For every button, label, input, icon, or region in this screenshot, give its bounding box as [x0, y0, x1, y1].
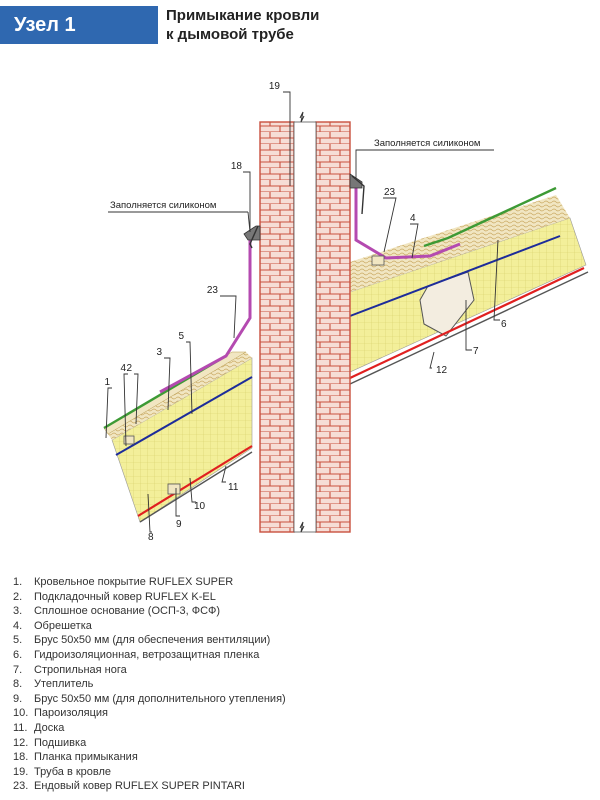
legend-text: Брус 50х50 мм (для дополнительного утепл…: [34, 692, 286, 705]
legend-item: 1. Кровельное покрытие RUFLEX SUPER: [13, 575, 286, 590]
legend-text: Подкладочный ковер RUFLEX K-EL: [34, 590, 216, 603]
right-blue-film: [349, 235, 561, 317]
chimney-right-wall: [315, 121, 351, 533]
legend-text: Стропильная нога: [34, 663, 127, 676]
silicone-note-right: Заполняется силиконом: [374, 138, 480, 149]
callout-4-right: 4: [410, 213, 416, 224]
left-extra-batten: [167, 483, 181, 495]
legend-num: 8.: [13, 678, 23, 691]
callout-11: 11: [228, 482, 239, 493]
title-line-1: Примыкание кровли: [166, 7, 320, 24]
legend-text: Гидроизоляционная, ветрозащитная пленка: [34, 648, 260, 661]
callout-3: 3: [156, 347, 162, 358]
callout-12: 12: [436, 365, 448, 376]
legend-item: 2. Подкладочный ковер RUFLEX K-EL: [13, 590, 286, 605]
right-valley-carpet: [354, 182, 461, 260]
node-badge-label: Узел 1: [14, 14, 76, 36]
legend-item: 10. Пароизоляция: [13, 706, 286, 721]
legend-num: 5.: [13, 634, 23, 647]
left-valley-carpet: [159, 236, 252, 394]
legend-num: 11.: [13, 721, 28, 734]
left-sheathing: [108, 352, 252, 440]
legend-text: Ендовый ковер RUFLEX SUPER PINTARI: [34, 780, 245, 793]
legend-item: 3. Сплошное основание (ОСП-3, ФСФ): [13, 604, 286, 619]
legend-item: 7. Стропильная нога: [13, 663, 286, 678]
chimney-left-wall: [259, 121, 295, 533]
legend: 1. Кровельное покрытие RUFLEX SUPER 2. Под…: [13, 575, 286, 794]
legend-num: 23.: [13, 780, 29, 793]
left-eave-batten: [123, 435, 135, 445]
callout-2: 2: [126, 363, 132, 374]
legend-num: 19.: [13, 765, 29, 778]
leader-lines: [105, 91, 500, 533]
legend-num: 2.: [13, 590, 23, 603]
callout-10: 10: [194, 501, 206, 512]
callout-6: 6: [501, 319, 507, 330]
legend-text: Утеплитель: [34, 678, 94, 691]
legend-text: Доска: [34, 721, 65, 734]
left-board: [139, 451, 253, 523]
legend-num: 3.: [13, 605, 23, 618]
legend-text: Планка примыкания: [34, 751, 138, 764]
callout-5: 5: [178, 331, 184, 342]
right-sheathing: [350, 195, 570, 292]
roof-chimney-diagram: 19 18 23 23 4 4 1 2 3 5 6 7 8 9 10 11 12…: [103, 81, 589, 543]
legend-item: 18. Планка примыкания: [13, 750, 286, 765]
legend-item: 5. Брус 50х50 мм (для обеспечения вентиля…: [13, 633, 286, 648]
node-badge: Узел 1: [0, 6, 158, 44]
right-green-covering: [423, 186, 557, 248]
callout-1: 1: [104, 377, 110, 388]
right-batten: [371, 255, 385, 266]
right-vapor-barrier: [349, 267, 585, 379]
page-title: Примыкание кровли к дымовой трубе: [166, 6, 319, 44]
left-blue-film: [115, 376, 253, 456]
left-vapor-barrier: [137, 445, 253, 517]
legend-num: 18.: [13, 751, 29, 764]
right-flashing-lip: [351, 175, 365, 215]
callout-7: 7: [473, 346, 479, 357]
legend-num: 12.: [13, 736, 29, 749]
legend-num: 1.: [13, 576, 23, 588]
legend-text: Подшивка: [34, 736, 87, 749]
legend-text: Обрешетка: [34, 619, 92, 632]
legend-text: Брус 50х50 мм (для обеспечения вентиляци…: [34, 634, 271, 647]
right-soffit: [349, 271, 589, 385]
callout-23-left: 23: [207, 285, 219, 296]
chimney-flue: [293, 121, 317, 533]
legend-num: 9.: [13, 692, 23, 705]
legend-num: 10.: [13, 707, 29, 720]
callout-23-right: 23: [384, 187, 396, 198]
legend-item: 9. Брус 50х50 мм (для дополнительного уте…: [13, 692, 286, 707]
callout-19: 19: [269, 81, 281, 92]
legend-item: 12. Подшивка: [13, 736, 286, 751]
legend-num: 6.: [13, 648, 23, 661]
legend-item: 8. Утеплитель: [13, 677, 286, 692]
legend-item: 6. Гидроизоляционная, ветрозащитная пленк…: [13, 648, 286, 663]
legend-text: Сплошное основание (ОСП-3, ФСФ): [34, 605, 221, 618]
left-roof-layers: [103, 236, 253, 523]
silicone-note-left: Заполняется силиконом: [110, 200, 216, 211]
callout-8: 8: [148, 532, 154, 543]
left-flashing-lip: [249, 225, 259, 249]
chimney: [259, 111, 351, 533]
callout-9: 9: [176, 519, 182, 530]
legend-item: 11. Доска: [13, 721, 286, 736]
legend-item: 4. Обрешетка: [13, 619, 286, 634]
legend-num: 4.: [13, 619, 23, 632]
callout-18: 18: [231, 161, 243, 172]
break-mark-top: [299, 111, 305, 123]
legend-text: Пароизоляция: [34, 707, 108, 720]
callout-4-left: 4: [120, 363, 126, 374]
legend-item: 19. Труба в кровле: [13, 765, 286, 780]
break-mark-bottom: [299, 521, 305, 533]
left-insulation: [111, 357, 253, 523]
legend-num: 7.: [13, 663, 23, 676]
title-line-2: к дымовой трубе: [166, 26, 294, 43]
legend-text: Труба в кровле: [34, 765, 112, 778]
legend-text: Кровельное покрытие RUFLEX SUPER: [34, 576, 234, 588]
right-roof-layers: [349, 182, 589, 385]
legend-item: 23. Ендовый ковер RUFLEX SUPER PINTARI: [13, 779, 286, 794]
